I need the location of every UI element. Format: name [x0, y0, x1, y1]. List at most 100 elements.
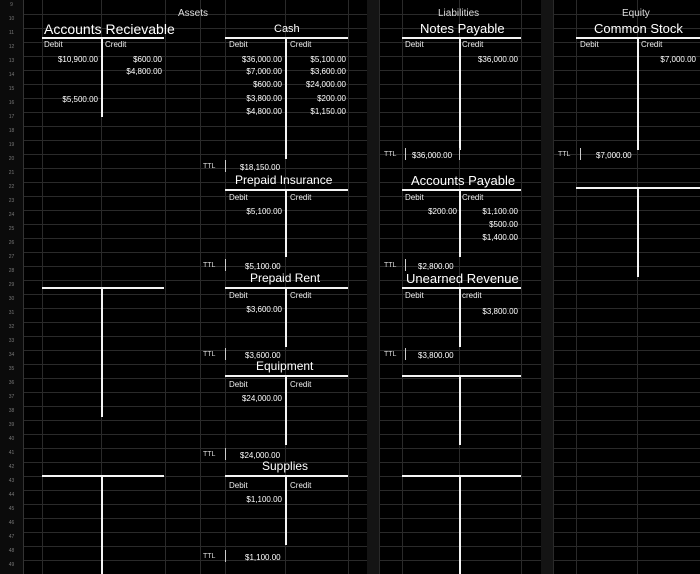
row-number[interactable]: 31 [8, 310, 15, 316]
row-number[interactable]: 40 [8, 436, 15, 442]
row-gridline [24, 14, 700, 15]
row-number[interactable]: 15 [8, 86, 15, 92]
credit-value: $36,000.00 [477, 55, 518, 64]
debit-value: $36,000.00 [241, 55, 282, 64]
row-gridline [24, 252, 700, 253]
row-gridline [24, 308, 700, 309]
cell-divider [225, 550, 226, 562]
credit-value: $500.00 [489, 220, 518, 229]
row-number[interactable]: 34 [8, 352, 15, 358]
row-number[interactable]: 43 [8, 478, 15, 484]
row-number[interactable]: 42 [8, 464, 15, 470]
row-number[interactable]: 13 [8, 58, 15, 64]
row-number[interactable]: 29 [8, 282, 15, 288]
credit-value: $3,600.00 [310, 67, 346, 76]
row-gridline [24, 392, 700, 393]
cell-divider [225, 348, 226, 360]
t-account-stem [285, 287, 287, 347]
debit-value: $24,000.00 [241, 394, 282, 403]
row-number[interactable]: 41 [8, 450, 15, 456]
row-gridline [24, 448, 700, 449]
column-gridline [553, 0, 554, 574]
total-value: $1,100.00 [245, 553, 281, 562]
row-number[interactable]: 47 [8, 534, 15, 540]
ttl-label: TTL [203, 553, 216, 560]
row-number[interactable]: 18 [8, 128, 15, 134]
credit-header: Credit [290, 40, 312, 49]
row-number[interactable]: 44 [8, 492, 15, 498]
row-number[interactable]: 11 [8, 30, 15, 36]
row-gridline [24, 378, 700, 379]
row-number[interactable]: 24 [8, 212, 15, 218]
empty-t-account-stem [459, 375, 461, 445]
row-number[interactable]: 32 [8, 324, 15, 330]
row-gridline [24, 420, 700, 421]
row-number[interactable]: 20 [8, 156, 15, 162]
row-gridline [24, 546, 700, 547]
column-gridline [200, 0, 201, 574]
row-number[interactable]: 16 [8, 100, 15, 106]
cell-divider [225, 160, 226, 172]
row-number[interactable]: 27 [8, 254, 15, 260]
row-number[interactable]: 33 [8, 338, 15, 344]
row-number[interactable]: 28 [8, 268, 15, 274]
row-number[interactable]: 39 [8, 422, 15, 428]
row-gridline [24, 518, 700, 519]
section-equity: Equity [622, 8, 650, 19]
credit-value: $5,100.00 [310, 55, 346, 64]
row-number[interactable]: 26 [8, 240, 15, 246]
row-number[interactable]: 48 [8, 548, 15, 554]
row-number[interactable]: 22 [8, 184, 15, 190]
row-number[interactable]: 30 [8, 296, 15, 302]
row-number[interactable]: 19 [8, 142, 15, 148]
ttl-label: TTL [203, 451, 216, 458]
credit-value: $1,100.00 [482, 207, 518, 216]
row-gridline [24, 350, 700, 351]
account-title-prepaid-rent: Prepaid Rent [250, 271, 321, 285]
row-gridline [24, 238, 700, 239]
empty-t-account-bar [402, 475, 521, 477]
ttl-label: TTL [384, 351, 397, 358]
row-number[interactable]: 17 [8, 114, 15, 120]
credit-value: $24,000.00 [305, 80, 346, 89]
row-gridline [24, 364, 700, 365]
empty-t-account-stem [459, 475, 461, 574]
row-number[interactable]: 10 [8, 16, 15, 22]
row-number[interactable]: 36 [8, 380, 15, 386]
row-number[interactable]: 35 [8, 366, 15, 372]
row-number[interactable]: 23 [8, 198, 15, 204]
column-gap [541, 0, 553, 574]
ttl-label: TTL [203, 351, 216, 358]
credit-value: $7,000.00 [660, 55, 696, 64]
credit-header: Credit [462, 40, 484, 49]
cell-divider [225, 448, 226, 460]
cell-divider [405, 259, 406, 271]
row-number[interactable]: 38 [8, 408, 15, 414]
total-value: $3,600.00 [245, 351, 281, 360]
row-number[interactable]: 14 [8, 72, 15, 78]
debit-header: Debit [405, 193, 424, 202]
row-gridline [24, 322, 700, 323]
ttl-label: TTL [384, 151, 397, 158]
column-gridline [379, 0, 380, 574]
total-value: $5,100.00 [245, 262, 281, 271]
row-number[interactable]: 9 [10, 2, 13, 8]
account-title-supplies: Supplies [262, 459, 309, 473]
row-gridline [24, 224, 700, 225]
row-number[interactable]: 45 [8, 506, 15, 512]
credit-header: Credit [290, 291, 312, 300]
row-gridline [24, 336, 700, 337]
row-gridline [24, 280, 700, 281]
debit-value: $600.00 [253, 80, 282, 89]
row-number[interactable]: 46 [8, 520, 15, 526]
row-number[interactable]: 37 [8, 394, 15, 400]
t-account-stem [459, 37, 461, 150]
column-gridline [165, 0, 166, 574]
row-number[interactable]: 25 [8, 226, 15, 232]
row-number[interactable]: 12 [8, 44, 15, 50]
debit-header: Debit [229, 481, 248, 490]
row-number[interactable]: 21 [8, 170, 15, 176]
account-title-unearned-revenue: Unearned Revenue [406, 271, 519, 286]
row-number[interactable]: 49 [8, 562, 15, 568]
debit-value: $5,500.00 [62, 95, 98, 104]
